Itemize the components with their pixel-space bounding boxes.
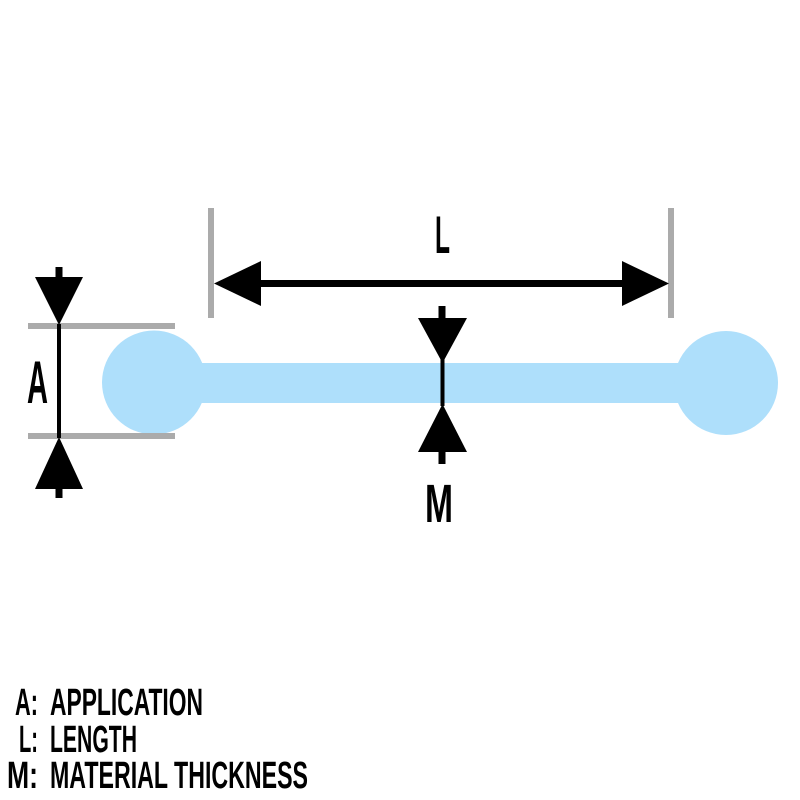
a-arrow-tail-top <box>55 267 63 278</box>
legend-label: MATERIAL THICKNESS <box>50 755 308 797</box>
legend-row-length: L: LENGTH <box>19 719 137 761</box>
m-arrow-tail-bottom <box>438 451 446 464</box>
legend-key: M: <box>7 755 38 797</box>
l-arrowhead-left-icon <box>214 261 261 306</box>
m-arrowhead-up-icon <box>418 404 467 452</box>
legend-row-application: A: APPLICATION <box>15 682 203 724</box>
a-dimension-label: A <box>27 349 48 416</box>
m-arrowhead-down-icon <box>418 318 467 363</box>
l-dimension-label: L <box>435 206 450 265</box>
legend-label: LENGTH <box>50 719 137 761</box>
m-arrow-tail-top <box>438 306 446 319</box>
a-dimension-line <box>57 324 61 438</box>
guide-line-bottom <box>28 433 175 439</box>
l-arrowhead-right-icon <box>622 261 669 306</box>
dimension-material-thickness: M <box>418 306 467 534</box>
legend: A: APPLICATION L: LENGTH M: MATERIAL THI… <box>7 682 308 797</box>
m-dimension-label: M <box>425 474 453 534</box>
m-dimension-line <box>440 358 445 406</box>
a-arrowhead-up-icon <box>35 437 83 489</box>
l-dimension-line <box>250 280 632 287</box>
legend-label: APPLICATION <box>50 682 203 724</box>
legend-key: L: <box>19 719 38 761</box>
barbell-ball-right <box>674 331 778 435</box>
dimension-application: A <box>27 267 175 498</box>
legend-key: A: <box>15 682 38 724</box>
extension-line-left <box>208 208 214 318</box>
legend-row-material-thickness: M: MATERIAL THICKNESS <box>7 755 308 797</box>
dimension-length: L <box>208 206 674 318</box>
extension-line-right <box>668 208 674 318</box>
a-arrow-tail-bottom <box>55 487 63 498</box>
a-arrowhead-down-icon <box>35 277 83 325</box>
guide-line-top <box>28 323 175 329</box>
barbell-ball-left <box>102 330 206 435</box>
